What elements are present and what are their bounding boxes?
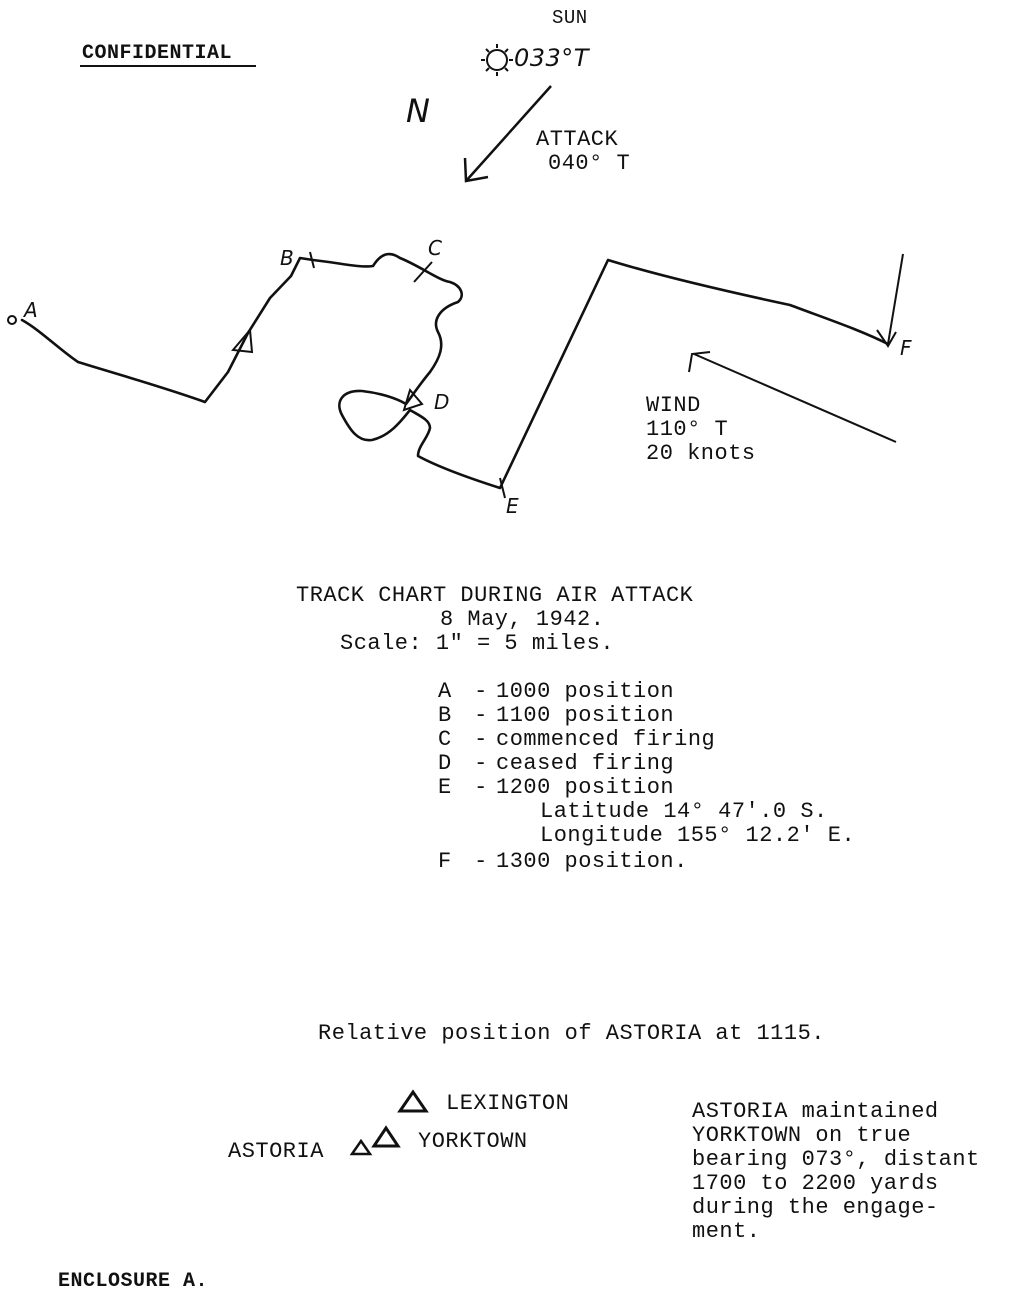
astoria-label: ASTORIA [228,1139,324,1164]
attack-label: ATTACK [536,127,619,152]
point-f-arrow [876,253,904,348]
yorktown-ship-triangle [371,1125,401,1148]
attack-direction-arrow [463,85,552,183]
track-point-label-a: A [24,298,39,322]
wind-label: WIND [646,393,701,418]
legend-key: D [438,751,452,776]
wind-direction: 110° T [646,417,729,442]
track-point-label-c: C [428,236,443,260]
legend-dash: - [474,849,488,874]
legend-key: F [438,849,452,874]
yorktown-label: YORKTOWN [418,1129,528,1154]
classification-marking: CONFIDENTIAL [82,42,233,65]
sun-icon [481,44,513,76]
point-a-marker [7,315,17,325]
legend-item: B-1100 position [438,704,674,728]
legend-item: A-1000 position [438,680,674,704]
legend-text: 1100 position [496,703,675,728]
track-direction-arrow [402,387,424,412]
sun-bearing: 033°T [514,44,589,72]
lexington-ship-triangle [397,1089,429,1113]
relative-position-heading: Relative position of ASTORIA at 1115. [318,1021,825,1046]
track-point-label-f: F [900,336,913,360]
track-point-label-b: B [280,246,295,270]
legend-dash: - [474,775,488,800]
legend-longitude: Longitude 155° 12.2' E. [540,823,856,848]
lexington-label: LEXINGTON [446,1091,570,1116]
legend-key: B [438,703,452,728]
note-line: YORKTOWN on true [692,1123,912,1148]
legend-dash: - [474,679,488,704]
legend-item: E-1200 position [438,776,674,800]
legend-text: commenced firing [496,727,716,752]
point-e-tick [499,477,506,499]
wind-speed: 20 knots [646,441,756,466]
track-direction-arrow [231,327,254,354]
legend-key: E [438,775,452,800]
attack-bearing: 040° T [548,151,631,176]
legend-key: A [438,679,452,704]
chart-title: TRACK CHART DURING AIR ATTACK [296,583,694,608]
ship-track-line [20,252,890,490]
legend-text: 1200 position [496,775,675,800]
note-line: ment. [692,1219,761,1244]
chart-scale: Scale: 1" = 5 miles. [340,631,615,656]
point-b-tick [309,251,315,269]
legend-key: C [438,727,452,752]
legend-item: C-commenced firing [438,728,715,752]
legend-text: ceased firing [496,751,675,776]
note-line: 1700 to 2200 yards [692,1171,939,1196]
legend-item: D-ceased firing [438,752,674,776]
legend-dash: - [474,751,488,776]
legend-text: 1000 position [496,679,675,704]
legend-dash: - [474,703,488,728]
note-line: bearing 073°, distant [692,1147,980,1172]
legend-dash: - [474,727,488,752]
sun-label: SUN [552,7,588,29]
track-point-label-e: E [506,494,520,518]
enclosure-label: ENCLOSURE A. [58,1270,209,1293]
legend-text: 1300 position. [496,849,688,874]
astoria-ship-triangle [349,1138,373,1156]
legend-latitude: Latitude 14° 47'.0 S. [540,799,828,824]
chart-date: 8 May, 1942. [440,607,605,632]
track-point-label-d: D [434,390,450,414]
note-line: ASTORIA maintained [692,1099,939,1124]
wind-direction-arrow [688,351,897,443]
point-c-tick [413,261,433,283]
note-line: during the engage- [692,1195,939,1220]
north-label: N [406,92,431,130]
legend-item: F-1300 position. [438,850,688,874]
